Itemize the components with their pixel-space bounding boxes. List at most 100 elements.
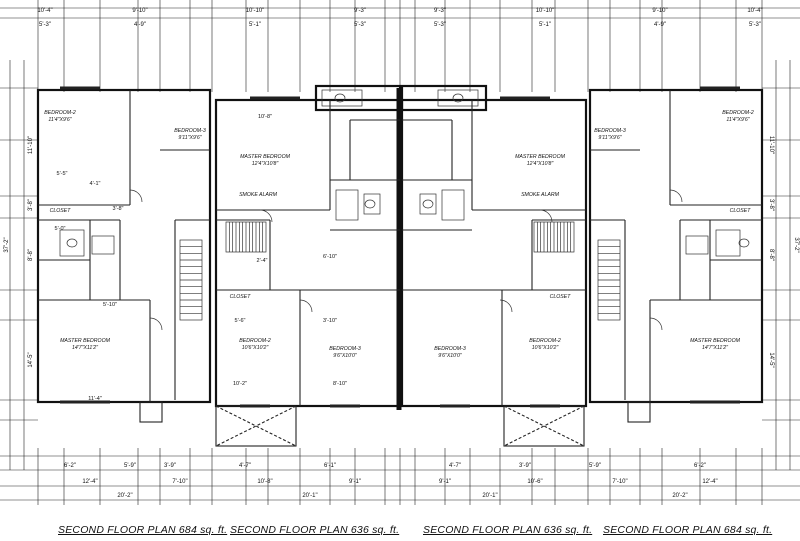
caption-unit-3: SECOND FLOOR PLAN 636 sq. ft. <box>423 524 593 536</box>
door-swing <box>499 299 513 313</box>
unit-1-outline <box>36 88 212 404</box>
dim-top-inner: 5'-3" <box>354 22 366 28</box>
dim-interior: 5'-0" <box>55 226 66 232</box>
dim-bottom-b: 12'-4" <box>702 479 717 485</box>
room-label: 10'6"X10'2" <box>532 345 560 351</box>
dim-bottom-a: 6'-1" <box>324 463 336 469</box>
dim-top-outer: 10'-10" <box>246 8 265 14</box>
dim-left: 8'-8" <box>28 249 34 261</box>
room-label: SMOKE ALARM <box>239 192 278 198</box>
dim-bottom-a: 3'-9" <box>519 463 531 469</box>
dim-bottom-a: 5'-9" <box>589 463 601 469</box>
dim-bottom-b: 7'-10" <box>612 479 627 485</box>
room-label: BEDROOM-3 <box>174 128 206 134</box>
dim-bottom-a: 4'-7" <box>239 463 251 469</box>
dim-top-outer: 9'-10" <box>652 8 667 14</box>
dim-top-inner: 4'-9" <box>654 22 666 28</box>
dim-left: 11'-10" <box>28 136 34 154</box>
dim-top-outer: 9'-3" <box>354 8 366 14</box>
dim-left: 14'-5" <box>28 352 34 367</box>
dim-bottom-total: 20'-2" <box>672 493 687 499</box>
dim-interior: 5'-5" <box>57 171 68 177</box>
fixture-0 <box>59 229 85 257</box>
dim-bottom-a: 6'-2" <box>694 463 706 469</box>
room-label: MASTER BEDROOM <box>690 338 741 344</box>
fixture-2 <box>715 229 741 257</box>
toilet-bowl <box>738 238 750 248</box>
unit-2-bumpout <box>314 84 402 112</box>
dim-overall-right: 37'-2" <box>793 237 799 252</box>
fixture-9 <box>437 89 479 107</box>
dim-left: 3'-8" <box>28 199 34 211</box>
dim-interior: 3'-10" <box>323 318 337 324</box>
room-label: 12'4"X10'8" <box>527 161 555 167</box>
door-swing <box>299 299 313 313</box>
room-label: BEDROOM-3 <box>434 346 466 352</box>
dim-bottom-b: 10'-8" <box>257 479 272 485</box>
dim-bottom-b: 12'-4" <box>82 479 97 485</box>
dim-bottom-a: 4'-7" <box>449 463 461 469</box>
dim-right: 14'-5" <box>768 352 774 367</box>
dim-interior: 8'-10" <box>333 381 347 387</box>
dimension-lines <box>0 0 800 505</box>
dim-interior: 10'-8" <box>258 114 272 120</box>
dim-right: 8'-8" <box>768 249 774 261</box>
room-label: CLOSET <box>730 208 752 214</box>
dim-top-outer: 10'-4" <box>747 8 762 14</box>
toilet-bowl <box>66 238 78 248</box>
room-label: BEDROOM-2 <box>529 338 561 344</box>
exterior-walls <box>36 84 764 410</box>
dim-top-inner: 5'-3" <box>39 22 51 28</box>
room-label: MASTER BEDROOM <box>240 154 291 160</box>
room-label: CLOSET <box>50 208 72 214</box>
fixture-1 <box>91 235 115 255</box>
room-label: 9'11"X9'6" <box>178 135 202 141</box>
toilet-bowl <box>422 199 434 209</box>
unit-4-outline <box>588 88 764 404</box>
room-label: SMOKE ALARM <box>521 192 560 198</box>
room-label: 14'7"X11'2" <box>72 345 99 351</box>
dim-top-inner: 5'-3" <box>749 22 761 28</box>
room-label: MASTER BEDROOM <box>60 338 111 344</box>
dim-right: 3'-8" <box>768 199 774 211</box>
dim-interior: 3'-8" <box>113 206 124 212</box>
porch-outline-0 <box>139 401 163 423</box>
room-label: 11'4"X9'6" <box>48 117 72 123</box>
unit-2-outline <box>214 98 402 408</box>
dim-top-outer: 10'-10" <box>536 8 555 14</box>
dim-bottom-b: 9'-1" <box>349 479 361 485</box>
room-label: BEDROOM-2 <box>239 338 271 344</box>
caption-unit-2: SECOND FLOOR PLAN 636 sq. ft. <box>230 524 400 536</box>
dim-bottom-a: 3'-9" <box>164 463 176 469</box>
toilet-bowl <box>452 93 464 103</box>
caption-unit-1: SECOND FLOOR PLAN 684 sq. ft. <box>58 524 228 536</box>
room-label: 12'4"X10'8" <box>252 161 280 167</box>
door-swing <box>129 189 143 203</box>
room-label: BEDROOM-2 <box>44 110 76 116</box>
room-label: 9'11"X9'6" <box>598 135 622 141</box>
fixture-4 <box>335 189 359 221</box>
room-label: CLOSET <box>550 294 572 300</box>
dim-top-outer: 10'-4" <box>37 8 52 14</box>
dim-interior: 11'-4" <box>88 396 102 402</box>
dim-bottom-b: 7'-10" <box>172 479 187 485</box>
room-label: 14'7"X11'2" <box>702 345 729 351</box>
door-swing <box>539 209 553 223</box>
room-label: BEDROOM-2 <box>722 110 754 116</box>
dim-top-inner: 4'-9" <box>134 22 146 28</box>
dim-interior: 10'-2" <box>233 381 247 387</box>
dim-top-inner: 5'-1" <box>249 22 261 28</box>
fixture-8 <box>321 89 363 107</box>
dim-interior: 4'-1" <box>90 181 101 187</box>
porch-outline-1 <box>627 401 651 423</box>
unit-3-outline <box>400 98 588 408</box>
dim-overall-left: 37'-2" <box>4 237 10 252</box>
fixtures <box>59 89 750 331</box>
room-label: MASTER BEDROOM <box>515 154 566 160</box>
door-swing <box>259 209 273 223</box>
dim-interior: 2'-4" <box>257 258 268 264</box>
dim-bottom-total: 20'-1" <box>302 493 317 499</box>
fixture-6 <box>441 189 465 221</box>
room-label: 11'4"X9'6" <box>726 117 750 123</box>
